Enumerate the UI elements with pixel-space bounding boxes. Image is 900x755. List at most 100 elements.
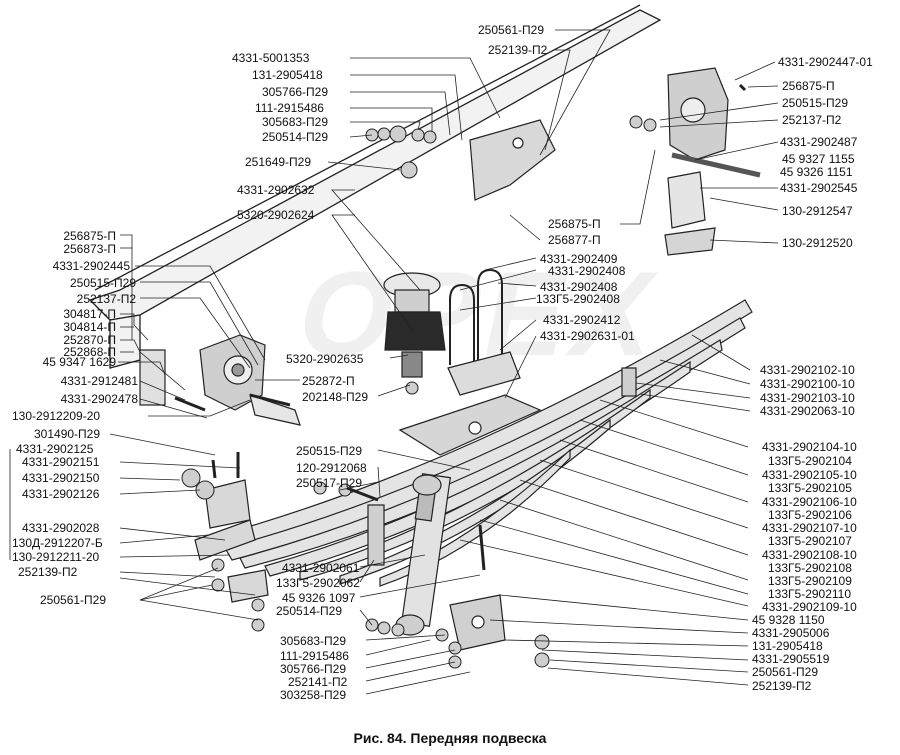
label-c-13: 4331-2902061 bbox=[282, 561, 360, 575]
label-c-3: 4331-2902408 bbox=[540, 280, 618, 294]
label-left-9: 252868-П bbox=[63, 345, 116, 359]
label-tr-11: 256877-П bbox=[548, 233, 601, 247]
label-top-11: 252139-П2 bbox=[488, 43, 548, 57]
label-tr-2: 256875-П bbox=[782, 79, 835, 93]
shock-lower-bracket bbox=[449, 594, 506, 651]
label-r-10: 133Г5-2902106 bbox=[768, 508, 852, 522]
label-r-5: 4331-2902104-10 bbox=[762, 440, 857, 454]
label-left-1: 256875-П bbox=[63, 229, 116, 243]
label-tr-7: 45 9326 1151 bbox=[780, 165, 853, 179]
label-left-22: 252139-П2 bbox=[18, 565, 78, 579]
spring-pad bbox=[398, 394, 542, 456]
label-b-3: 305766-П29 bbox=[280, 662, 347, 676]
label-c-11: 120-2912068 bbox=[296, 461, 367, 475]
label-r-13: 4331-2902108-10 bbox=[762, 548, 857, 562]
label-left-13: 130-2912209-20 bbox=[12, 409, 101, 423]
label-top-5: 305683-П29 bbox=[262, 115, 329, 129]
label-r-16: 133Г5-2902110 bbox=[768, 587, 852, 601]
bolts bbox=[174, 83, 747, 571]
label-top-9: 5320-2902624 bbox=[237, 208, 315, 222]
leaf-spring bbox=[219, 299, 753, 587]
label-r-1: 4331-2902102-10 bbox=[760, 363, 855, 377]
label-r-17: 4331-2902109-10 bbox=[762, 600, 857, 614]
label-left-19: 4331-2902028 bbox=[22, 521, 100, 535]
figure-caption: Рис. 84. Передняя подвеска bbox=[353, 730, 547, 746]
label-left-6: 304817-П bbox=[63, 307, 116, 321]
label-c-16: 250514-П29 bbox=[276, 604, 343, 618]
label-tr-1: 4331-2902447-01 bbox=[778, 55, 873, 69]
label-r-12: 133Г5-2902107 bbox=[768, 534, 852, 548]
label-top-2: 131-2905418 bbox=[252, 68, 323, 82]
label-c-7: 5320-2902635 bbox=[286, 352, 364, 366]
label-top-3: 305766-П29 bbox=[262, 85, 329, 99]
label-c-8: 252872-П bbox=[302, 374, 355, 388]
label-c-10: 250515-П29 bbox=[296, 444, 363, 458]
label-left-7: 304814-П bbox=[63, 320, 116, 334]
label-top-10: 250561-П29 bbox=[478, 23, 545, 37]
label-c-9: 202148-П29 bbox=[302, 390, 369, 404]
label-c-6: 4331-2902631-01 bbox=[540, 329, 635, 343]
label-c-14: 133Г5-2902062 bbox=[276, 576, 360, 590]
label-tr-5: 4331-2902487 bbox=[780, 135, 858, 149]
label-left-4: 250515-П29 bbox=[69, 276, 136, 290]
label-r-2: 4331-2902100-10 bbox=[760, 377, 855, 391]
label-c-15: 45 9326 1097 bbox=[282, 591, 356, 605]
u-bolts bbox=[447, 268, 521, 396]
label-c-5: 4331-2902412 bbox=[543, 313, 621, 327]
label-left-5: 252137-П2 bbox=[76, 292, 136, 306]
label-r-11: 4331-2902107-10 bbox=[762, 521, 857, 535]
label-r-14: 133Г5-2902108 bbox=[768, 561, 852, 575]
label-tr-12: 130-2912520 bbox=[782, 236, 853, 250]
label-b-5: 303258-П29 bbox=[280, 688, 347, 702]
label-r-8: 133Г5-2902105 bbox=[768, 481, 852, 495]
label-b-4: 252141-П2 bbox=[288, 675, 348, 689]
label-c-12: 250517-П29 bbox=[296, 476, 363, 490]
label-left-8: 252870-П bbox=[63, 333, 116, 347]
label-tr-8: 4331-2902545 bbox=[780, 181, 858, 195]
label-left-17: 4331-2902150 bbox=[22, 471, 100, 485]
fasteners bbox=[181, 115, 657, 669]
label-left-18: 4331-2902126 bbox=[22, 487, 100, 501]
label-r-6: 133Г5-2902104 bbox=[768, 454, 852, 468]
label-r-23: 252139-П2 bbox=[752, 679, 812, 693]
label-tr-4: 252137-П2 bbox=[782, 113, 842, 127]
label-c-1: 4331-2902409 bbox=[540, 252, 618, 266]
label-top-7: 251649-П29 bbox=[245, 155, 312, 169]
label-left-21: 130-2912211-20 bbox=[12, 550, 100, 564]
label-c-4: 133Г5-2902408 bbox=[536, 292, 620, 306]
label-c-2: 4331-2902408 bbox=[548, 264, 626, 278]
label-r-22: 250561-П29 bbox=[752, 665, 819, 679]
label-tr-10: 256875-П bbox=[548, 217, 601, 231]
label-r-9: 4331-2902106-10 bbox=[762, 495, 857, 509]
label-r-18: 45 9328 1150 bbox=[752, 613, 825, 627]
front-spring-bracket bbox=[139, 334, 301, 426]
label-r-4: 4331-2902063-10 bbox=[760, 404, 855, 418]
label-left-12: 4331-2902478 bbox=[60, 392, 138, 406]
label-top-1: 4331-5001353 bbox=[232, 51, 310, 65]
label-r-7: 4331-2902105-10 bbox=[762, 468, 857, 482]
label-r-3: 4331-2902103-10 bbox=[760, 391, 855, 405]
label-left-23: 250561-П29 bbox=[40, 593, 107, 607]
label-b-2: 111-2915486 bbox=[280, 649, 349, 663]
label-top-4: 111-2915486 bbox=[255, 101, 324, 115]
label-tr-6: 45 9327 1155 bbox=[782, 152, 855, 166]
label-left-20: 130Д-2912207-Б bbox=[12, 536, 103, 550]
label-r-21: 4331-2905519 bbox=[752, 652, 830, 666]
label-b-1: 305683-П29 bbox=[280, 634, 347, 648]
shock-upper-bracket bbox=[469, 119, 556, 201]
label-left-3: 4331-2902445 bbox=[52, 259, 130, 273]
label-r-20: 131-2905418 bbox=[752, 639, 823, 653]
bump-stop bbox=[383, 272, 446, 378]
rear-spring-bracket bbox=[664, 67, 761, 256]
label-left-11: 4331-2912481 bbox=[60, 374, 138, 388]
frame-rail bbox=[88, 4, 662, 369]
label-tr-3: 250515-П29 bbox=[782, 96, 849, 110]
label-top-8: 4331-2902632 bbox=[237, 183, 315, 197]
label-r-15: 133Г5-2902109 bbox=[768, 574, 852, 588]
label-top-6: 250514-П29 bbox=[262, 130, 329, 144]
label-left-2: 256873-П bbox=[63, 242, 116, 256]
label-left-16: 4331-2902151 bbox=[22, 455, 100, 469]
label-tr-9: 130-2912547 bbox=[782, 204, 853, 218]
